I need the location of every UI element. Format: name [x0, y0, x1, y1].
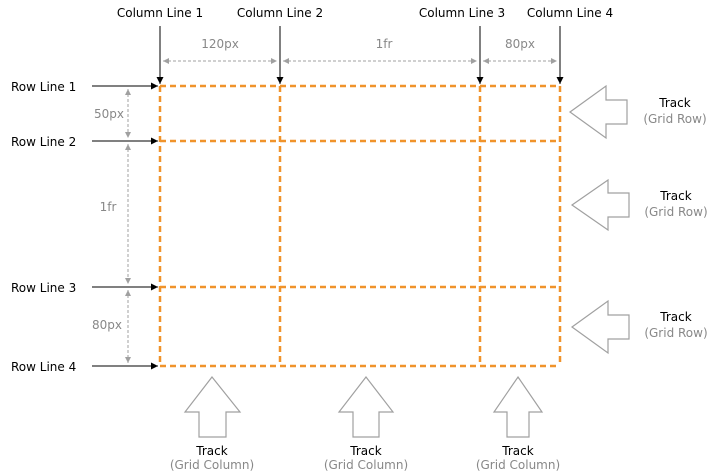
row-line-4-label: Row Line 4 [11, 360, 76, 374]
row-track-1-subtitle: (Grid Row) [643, 112, 706, 126]
column-line-labels: Column Line 1 Column Line 2 Column Line … [117, 6, 613, 84]
row-track-3-title: Track [659, 310, 691, 324]
column-line-3-label: Column Line 3 [419, 6, 505, 20]
row-track-2-arrow-icon [570, 178, 630, 232]
column-track-1-subtitle: (Grid Column) [170, 458, 254, 472]
row-track-2-subtitle: (Grid Row) [644, 205, 707, 219]
column-track-2-arrow-icon [337, 376, 395, 438]
column-track-3-subtitle: (Grid Column) [476, 458, 560, 472]
column-track-1-title: Track [195, 444, 227, 458]
column-line-2-label: Column Line 2 [237, 6, 323, 20]
row-line-1-label: Row Line 1 [11, 80, 76, 94]
row-track-1-title: Track [658, 96, 690, 110]
row-size-3: 80px [92, 318, 122, 332]
row-track-1-arrow-icon [568, 84, 628, 140]
row-size-2: 1fr [100, 200, 117, 214]
row-track-arrows [568, 84, 630, 355]
column-track-arrows [183, 375, 544, 438]
row-line-2-label: Row Line 2 [11, 135, 76, 149]
column-track-3-arrow-icon [492, 375, 544, 438]
row-track-3-arrow-icon [570, 299, 630, 355]
column-line-4-label: Column Line 4 [527, 6, 613, 20]
row-size-1: 50px [94, 107, 124, 121]
column-track-2-subtitle: (Grid Column) [324, 458, 408, 472]
column-size-2: 1fr [376, 37, 393, 51]
column-track-1-arrow-icon [183, 376, 242, 438]
column-line-1-label: Column Line 1 [117, 6, 203, 20]
column-track-3-title: Track [501, 444, 533, 458]
row-line-labels: Row Line 1 Row Line 2 Row Line 3 Row Lin… [11, 80, 158, 374]
row-track-2-title: Track [659, 189, 691, 203]
column-track-2-title: Track [349, 444, 381, 458]
row-line-3-label: Row Line 3 [11, 281, 76, 295]
column-size-1: 120px [201, 37, 239, 51]
column-size-3: 80px [505, 37, 535, 51]
grid [158, 84, 562, 368]
row-track-3-subtitle: (Grid Row) [644, 326, 707, 340]
